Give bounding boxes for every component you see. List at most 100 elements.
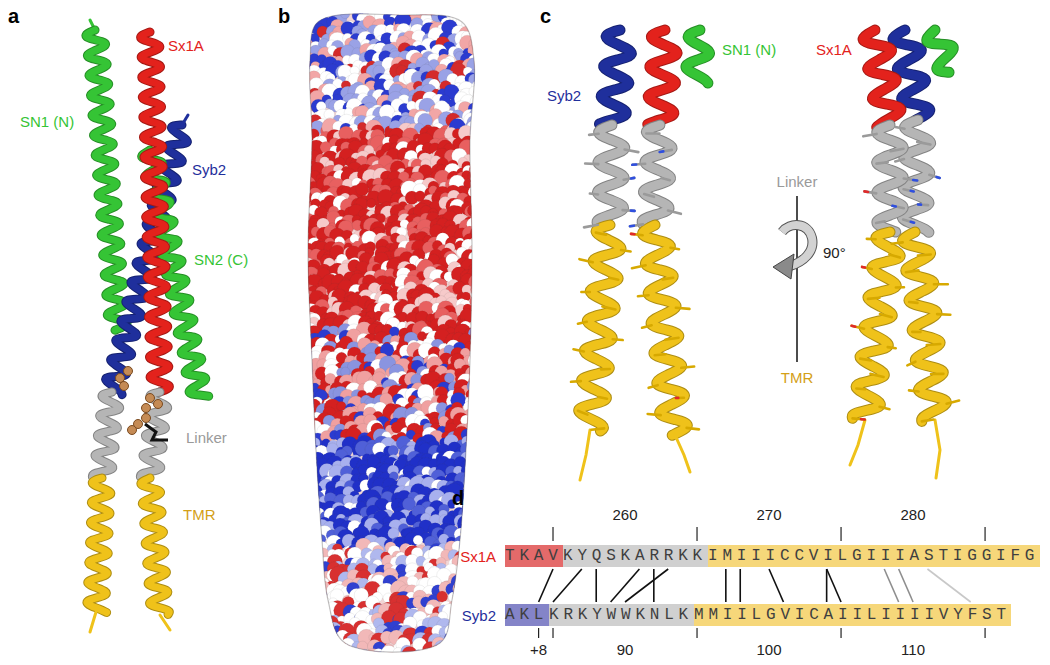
surface-patch — [301, 14, 311, 24]
surface-patch — [298, 499, 314, 515]
surface-patch — [468, 411, 479, 422]
surface-patch — [479, 185, 494, 200]
surface-patch — [470, 529, 480, 539]
surface-patch — [297, 279, 308, 290]
surface-patch — [470, 506, 483, 519]
surface-patch — [470, 135, 481, 146]
surface-patch — [478, 105, 494, 121]
surface-patch — [480, 161, 490, 171]
surface-patch — [479, 438, 490, 449]
surface-patch — [460, 533, 474, 547]
surface-patch — [293, 358, 303, 368]
surface-patch — [299, 534, 313, 548]
surface-patch — [292, 87, 307, 102]
surface-patch — [470, 498, 484, 512]
surface-patch — [290, 473, 304, 487]
surface-patch — [292, 74, 304, 86]
surface-patch — [298, 569, 315, 586]
surface-patch — [301, 405, 312, 416]
surface-patch — [476, 309, 491, 324]
surface-patch — [297, 19, 309, 31]
surface-patch — [479, 13, 489, 23]
surface-patch — [473, 153, 482, 162]
surface-patch — [471, 323, 482, 334]
surface-patch — [478, 466, 488, 476]
surface-patch — [463, 523, 473, 533]
surface-patch — [293, 297, 303, 307]
surface-patch — [324, 4, 335, 15]
surface-patch — [301, 413, 316, 428]
surface-patch — [302, 481, 318, 497]
surface-patch — [295, 38, 307, 50]
stick-model — [145, 424, 168, 440]
surface-patch — [477, 473, 491, 487]
surface-patch — [300, 525, 311, 536]
atom-sphere — [120, 382, 129, 391]
surface-patch — [293, 348, 308, 363]
surface-patch — [475, 229, 489, 243]
surface-patch — [475, 403, 491, 419]
surface-patch — [296, 102, 306, 112]
surface-patch — [481, 345, 492, 356]
surface-patch — [300, 331, 311, 342]
surface-patch — [294, 559, 305, 570]
surface-patch — [431, 3, 444, 16]
surface-patch — [470, 331, 481, 342]
surface-patch — [291, 572, 306, 587]
surface-patch — [293, 179, 304, 190]
surface-patch — [469, 363, 482, 376]
surface-patch — [464, 476, 478, 490]
surface-patch — [472, 197, 484, 209]
surface-patch — [290, 121, 305, 136]
surface-patch — [295, 46, 307, 58]
surface-patch — [316, 1, 330, 15]
surface-patch — [475, 235, 488, 248]
surface-patch — [476, 478, 489, 491]
surface-patch — [296, 398, 305, 407]
surface-patch — [470, 440, 481, 451]
surface-patch — [481, 208, 491, 218]
surface-patch — [470, 472, 484, 486]
surface-patch — [461, 566, 471, 576]
surface-patch — [464, 486, 475, 497]
surface-patch — [476, 428, 491, 443]
surface-patch — [292, 154, 302, 164]
surface-patch — [476, 135, 490, 149]
surface-patch — [477, 58, 488, 69]
surface-patch — [302, 527, 313, 538]
surface-patch — [476, 381, 490, 395]
surface-patch — [479, 117, 491, 129]
surface-patch — [295, 538, 304, 547]
surface-patch — [474, 336, 489, 351]
helix-ribbon — [141, 478, 169, 614]
helix-outline — [141, 478, 169, 614]
surface-patch — [474, 99, 490, 115]
surface-patch — [311, 568, 324, 581]
surface-patch — [476, 522, 488, 534]
bundle-cartoon — [86, 20, 209, 632]
surface-patch — [296, 171, 306, 181]
surface-patch — [470, 464, 480, 474]
surface-patch — [298, 366, 314, 382]
surface-patch — [295, 159, 306, 170]
chain-tail — [160, 615, 170, 630]
surface-patch — [471, 343, 482, 354]
surface-patch — [480, 372, 490, 382]
surface-patch — [479, 191, 495, 207]
surface-patch — [304, 459, 314, 469]
surface-patch — [291, 226, 304, 239]
surface-patch — [475, 144, 489, 158]
surface-patch — [295, 454, 307, 466]
surface-patch — [291, 127, 308, 144]
surface-patch — [345, 4, 354, 13]
surface-patch — [469, 376, 480, 387]
surface-patch — [302, 565, 313, 576]
surface-patch — [475, 531, 489, 545]
helix-ribbon — [87, 478, 111, 612]
surface-patch — [478, 391, 490, 403]
surface-patch — [301, 503, 318, 520]
surface-patch — [291, 500, 307, 516]
surface-patch — [308, 523, 321, 536]
surface-patch — [475, 461, 489, 475]
surface-patch — [289, 529, 306, 546]
